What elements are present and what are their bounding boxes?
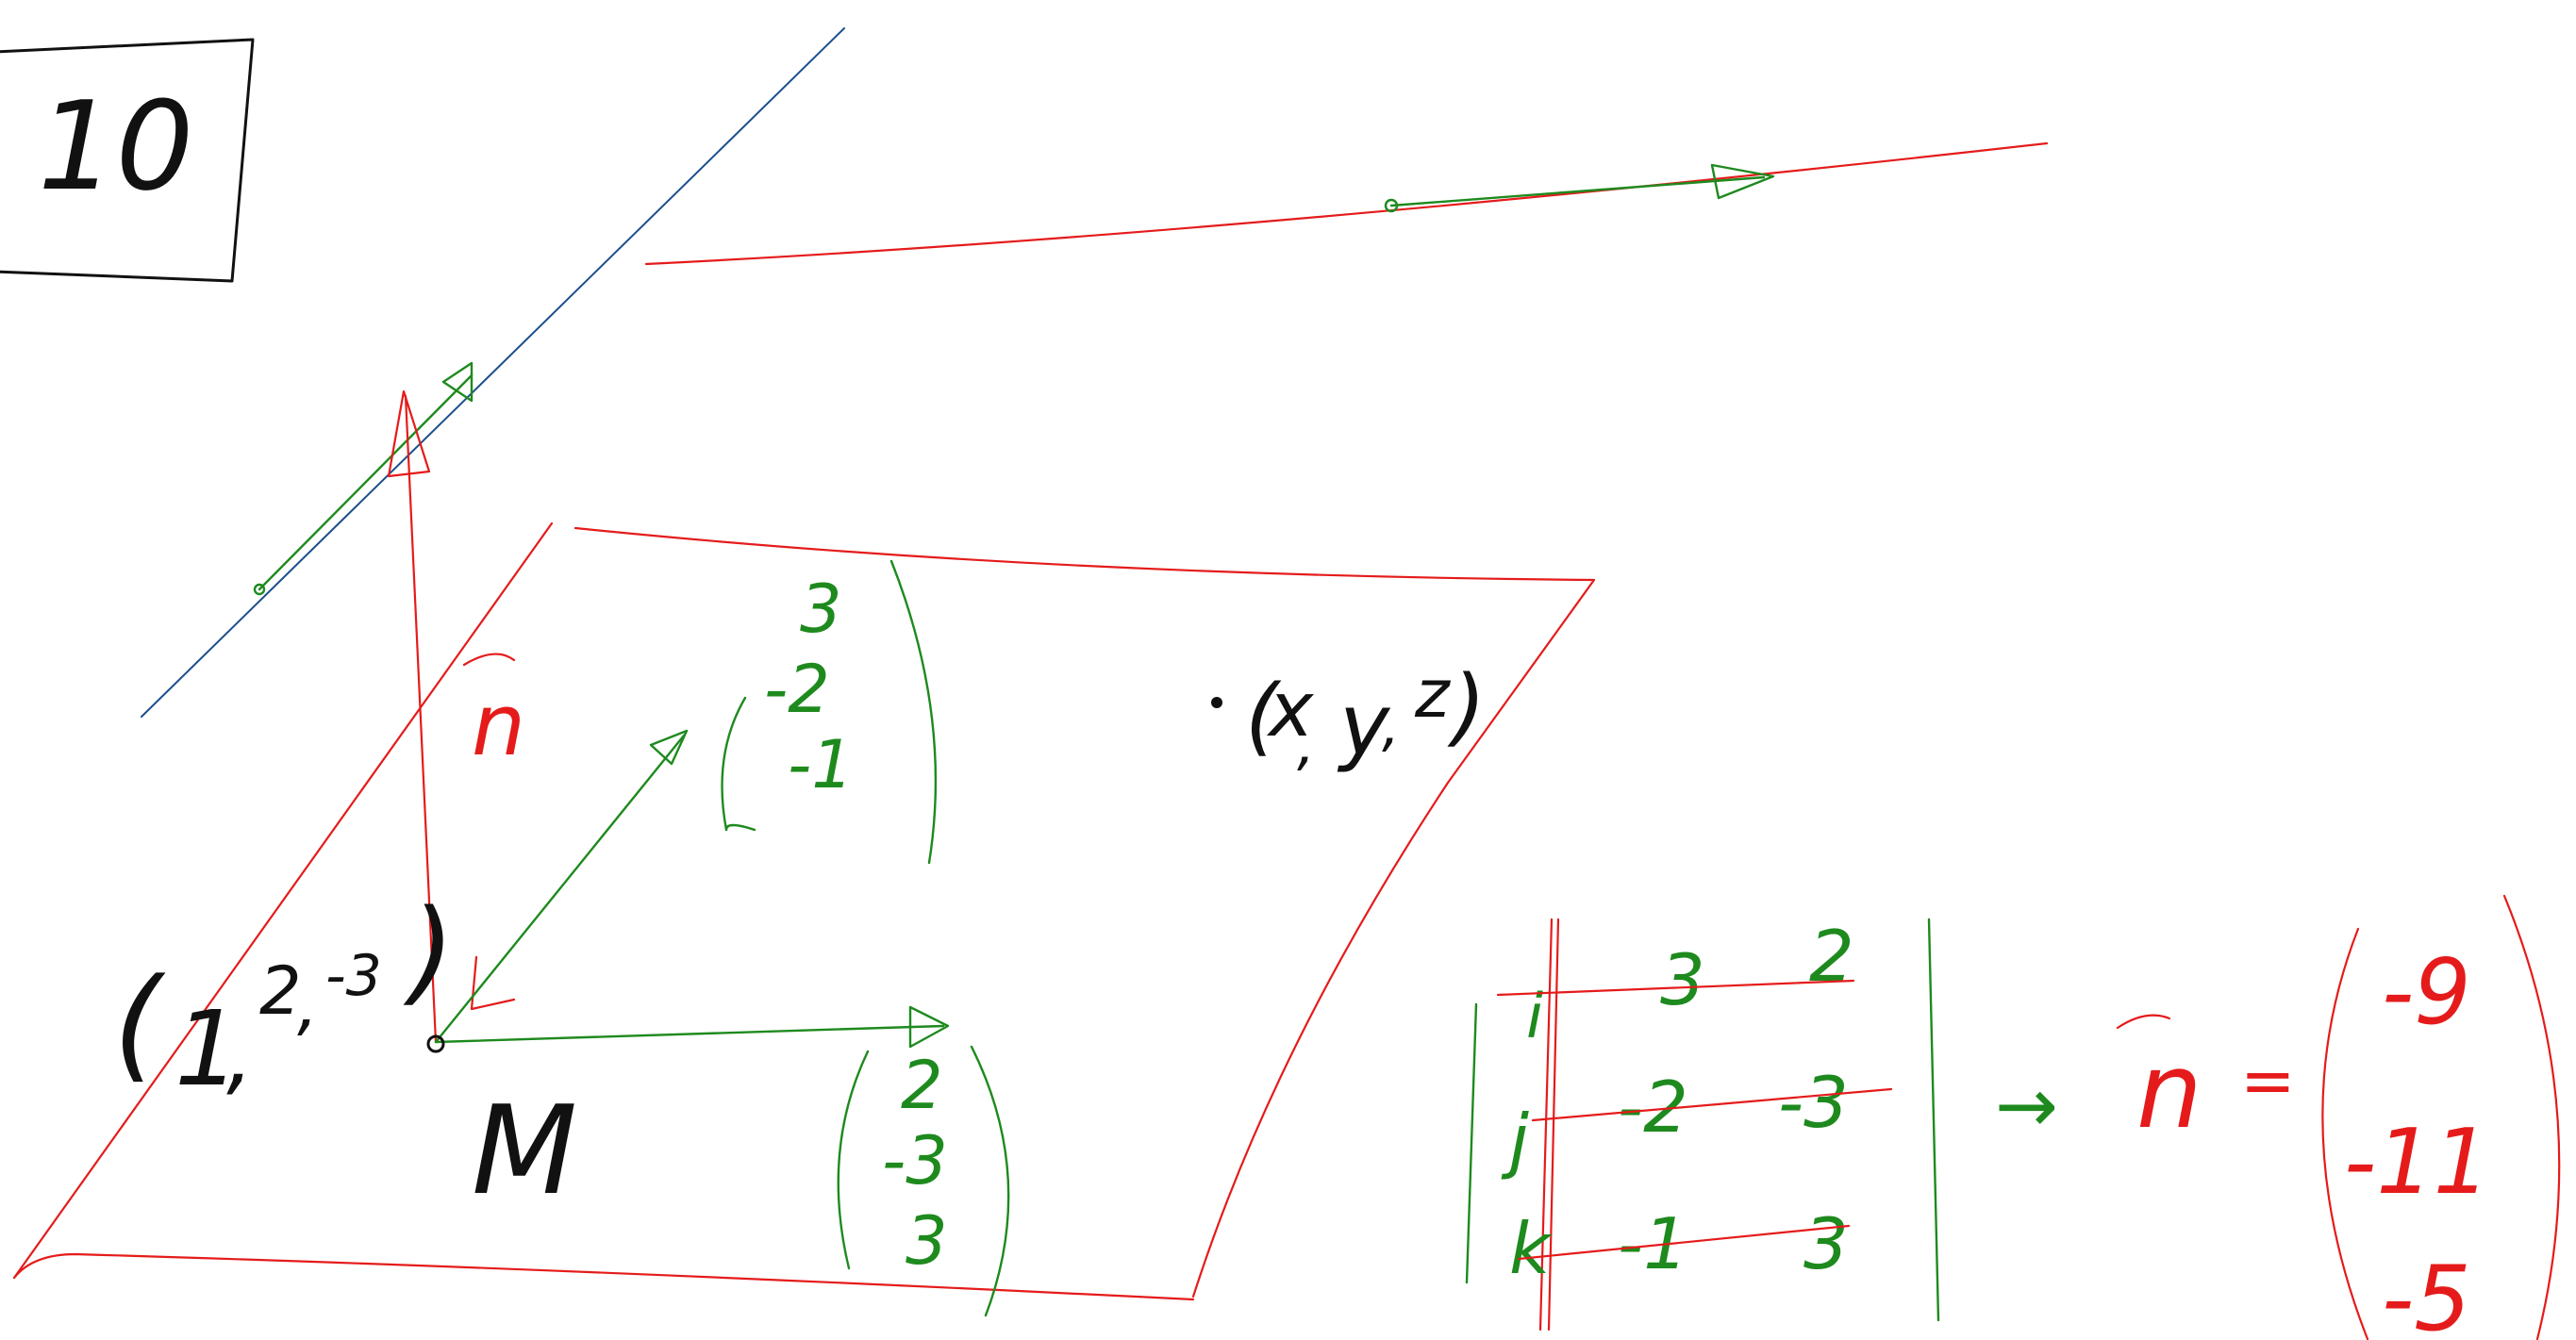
determinant-strike-row-0 — [1496, 979, 1855, 997]
upper-line-point — [1384, 198, 1399, 213]
line-direction-arrowhead — [441, 361, 474, 403]
vector-v-arrow — [434, 1024, 945, 1044]
determinant-strike-row-2 — [1517, 1224, 1851, 1261]
plane-bottom-edge — [12, 1252, 1195, 1301]
point-M-coord-x: 1 — [175, 988, 241, 1109]
general-point-comma-1: , — [1297, 712, 1315, 778]
vector-u-left-bracket-low — [724, 823, 756, 832]
line-point — [253, 583, 266, 596]
determinant-unit-i: i — [1526, 982, 1543, 1052]
vector-v-right-bracket — [970, 1045, 1010, 1317]
vector-u-right-bracket — [889, 559, 938, 865]
plane-top-edge — [573, 526, 1596, 1299]
vector-u-left-bracket — [721, 696, 747, 832]
result-normal-arrow — [2116, 1014, 2171, 1030]
result-left-bracket — [2321, 927, 2369, 1340]
determinant-unit-k: k — [1509, 1207, 1553, 1290]
general-point-z: z — [1414, 655, 1452, 733]
result-normal-symbol: n — [2136, 1031, 2202, 1151]
point-M-comma-1: , — [226, 1006, 254, 1105]
normal-label: n — [472, 676, 525, 775]
general-point-close-paren: ) — [1447, 657, 1486, 756]
determinant-red-bar-1 — [1538, 918, 1554, 1332]
normal-arrowhead — [387, 389, 431, 478]
vector-u-row-2: -1 — [788, 726, 854, 803]
upper-direction-vector — [1389, 175, 1766, 207]
general-point-x: x — [1266, 666, 1315, 753]
exercise-box — [0, 38, 255, 283]
vector-u-arrowhead — [649, 729, 689, 766]
general-point-marker — [1211, 697, 1222, 708]
upper-arrowhead — [1710, 163, 1775, 200]
result-arrow: → — [1995, 1062, 2058, 1150]
red-line-upper — [644, 141, 2049, 266]
vector-v-row-1: -3 — [882, 1122, 948, 1199]
vector-u-arrow — [434, 734, 686, 1044]
point-M-comma-2: , — [297, 967, 318, 1044]
result-value-0: -9 — [2382, 941, 2471, 1045]
determinant-col1-row0: 3 — [1660, 938, 1705, 1021]
plane-outline — [12, 521, 554, 1280]
result-value-1: -11 — [2344, 1111, 2490, 1215]
vector-v-arrowhead — [908, 1005, 950, 1049]
normal-label-arrow — [462, 653, 516, 667]
determinant-left-bar — [1465, 1002, 1478, 1284]
determinant-right-bar — [1927, 918, 1940, 1322]
blue-line — [141, 27, 845, 718]
point-M-label: M — [472, 1079, 577, 1222]
vector-u-row-0: 3 — [800, 571, 842, 648]
right-angle-mark — [470, 955, 516, 1011]
point-M-close-paren: ) — [403, 886, 455, 1017]
vector-v-row-0: 2 — [901, 1047, 943, 1124]
vector-u-row-1: -2 — [764, 651, 830, 728]
result-right-bracket — [2502, 894, 2561, 1340]
result-equals: = — [2240, 1042, 2296, 1119]
general-point-open-paren: ( — [1245, 667, 1282, 766]
general-point-y: y — [1337, 676, 1391, 775]
determinant-strike-row-1 — [1531, 1087, 1893, 1122]
point-M-open-paren: ( — [113, 951, 166, 1095]
result-value-2: -5 — [2382, 1248, 2471, 1340]
determinant-col2-row0: 2 — [1809, 915, 1854, 998]
point-M-coord-y: 2 — [259, 952, 302, 1030]
point-M-coord-z: -3 — [325, 943, 382, 1009]
exercise-label: 10 — [38, 74, 193, 218]
point-M-marker — [426, 1034, 445, 1053]
general-point-comma-2: , — [1382, 693, 1400, 759]
determinant-unit-j: j — [1501, 1099, 1529, 1182]
determinant-col2-row1: -3 — [1778, 1061, 1849, 1144]
determinant-col2-row2: 3 — [1803, 1202, 1849, 1285]
line-direction-vector — [258, 373, 474, 591]
determinant-red-bar-2 — [1547, 918, 1560, 1332]
vector-v-left-bracket — [837, 1050, 870, 1270]
vector-v-row-2: 3 — [906, 1202, 948, 1280]
normal-vector — [404, 394, 438, 1044]
